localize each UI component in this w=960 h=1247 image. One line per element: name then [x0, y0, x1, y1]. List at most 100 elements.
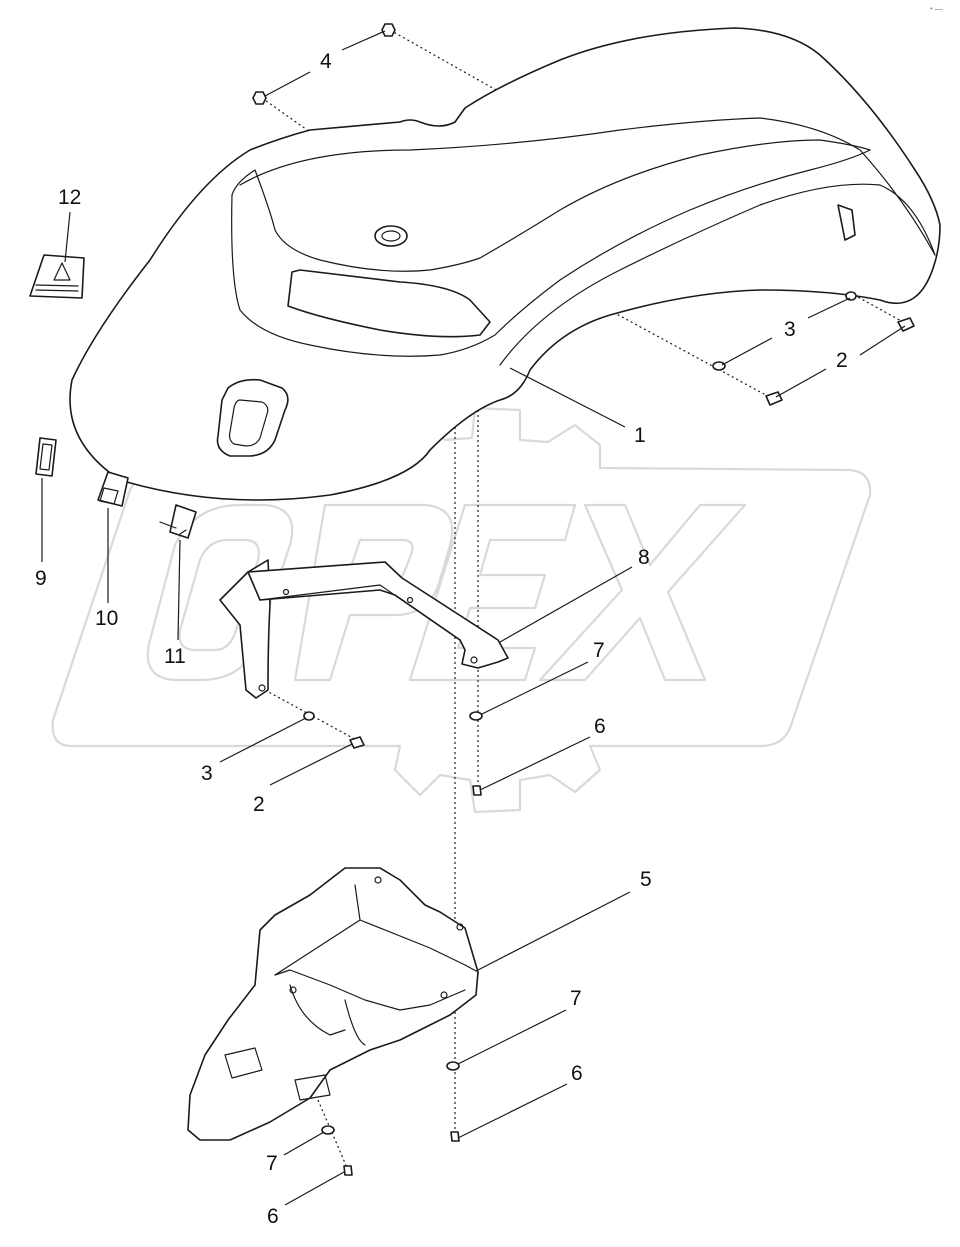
mud-shield-lower-pocket	[294, 1074, 331, 1101]
washer-3-rear	[845, 291, 857, 301]
bolt-6-upper	[472, 785, 482, 796]
leader-2-bracket	[269, 743, 353, 786]
fender-grommet	[374, 225, 408, 247]
callout-12: 12	[58, 186, 81, 209]
washer-7-middle	[446, 1061, 460, 1071]
label-decal-part-12	[29, 254, 85, 299]
lens-inner	[39, 443, 53, 471]
leader-1	[509, 367, 626, 428]
callout-9: 9	[35, 567, 47, 590]
leader-2-rear	[859, 325, 906, 356]
bracket-hole-1	[258, 684, 266, 692]
washer-3-bracket	[303, 711, 315, 721]
callout-3-bracket: 3	[201, 762, 213, 785]
mud-shield-hole-4	[289, 986, 297, 994]
fender-inner-arch	[499, 183, 936, 366]
leader-7-upper	[481, 661, 589, 715]
fender-switch-bezel-inner	[228, 399, 269, 447]
dotted-line-bracket-bolt	[264, 689, 361, 743]
leader-3-bracket	[219, 717, 307, 763]
bracket-hole-3	[406, 596, 414, 604]
bracket-arm	[247, 561, 509, 669]
lens-outline	[35, 437, 57, 477]
leader-6-middle	[457, 1083, 568, 1139]
dotted-line-front-bolt	[599, 304, 776, 401]
leader-4-right	[341, 30, 386, 51]
washer-3-front	[712, 361, 726, 371]
clip-tabs	[159, 521, 187, 535]
callout-2-rear: 2	[836, 349, 848, 372]
switch-outline	[97, 471, 129, 507]
watermark-letter-x	[538, 503, 747, 682]
label-decal-outline	[29, 254, 85, 299]
bracket-hole-2	[282, 588, 290, 596]
callouts: 4 12 3 2 1 9 10 11 8 7 6 3 2 5 7 6 7 6	[35, 50, 848, 1228]
clip-part-11	[159, 504, 197, 539]
watermark-letter-e	[408, 503, 577, 682]
callout-8: 8	[638, 546, 650, 569]
lens-part-9	[35, 437, 57, 477]
mud-shield-wall	[274, 884, 479, 976]
leader-2-front	[775, 368, 827, 398]
callout-4: 4	[320, 50, 332, 73]
leader-4-left	[264, 71, 311, 97]
bolt-2-front	[765, 391, 783, 406]
label-decal-line-2	[35, 289, 79, 292]
bolt-6-middle	[450, 1131, 460, 1142]
fender-part-1	[69, 27, 941, 501]
mud-shield-outline	[187, 867, 479, 1141]
leader-6-lower	[284, 1171, 345, 1206]
dotted-line-4-left	[261, 97, 311, 133]
mud-shield-part-5	[187, 867, 479, 1141]
switch-part-10	[97, 471, 129, 507]
nut-4-left	[252, 91, 267, 105]
bolt-2-bracket	[349, 736, 365, 749]
dotted-line-4-right	[389, 29, 506, 96]
callout-7-lower: 7	[266, 1152, 278, 1175]
label-decal-line-1	[35, 284, 79, 287]
bracket-hole-4	[470, 656, 478, 664]
leader-12	[64, 211, 71, 263]
bracket-arm-fold	[259, 584, 461, 641]
fender-light-recess	[287, 269, 491, 338]
callout-7-upper: 7	[593, 639, 605, 662]
leader-5	[477, 891, 631, 971]
callout-2-bracket: 2	[253, 793, 265, 816]
mud-shield-hole-3	[440, 991, 448, 999]
leader-3-rear	[807, 297, 851, 319]
callout-7-middle: 7	[570, 987, 582, 1010]
fender-grommet-hole	[381, 230, 401, 242]
callout-11: 11	[164, 645, 186, 668]
mud-shield-hole-2	[456, 923, 464, 931]
fender-inner-crest	[239, 117, 936, 256]
washer-7-lower	[321, 1125, 335, 1135]
washer-7-upper	[469, 711, 483, 721]
fender-switch-bezel	[216, 378, 289, 457]
fender-panel-left-edge	[231, 139, 871, 272]
leader-7-lower	[283, 1131, 325, 1156]
callout-10: 10	[95, 607, 118, 630]
fender-rear-tab	[837, 204, 856, 241]
leader-3-front	[721, 337, 773, 366]
bolt-6-lower	[343, 1165, 353, 1176]
leader-8	[499, 566, 633, 643]
leader-lines	[41, 30, 906, 1206]
callout-5: 5	[640, 868, 652, 891]
dotted-line-shield-bolt	[317, 1099, 349, 1171]
fender-outline	[69, 27, 941, 501]
leader-11	[177, 539, 181, 641]
nut-4-right	[381, 23, 396, 37]
mud-shield-hole-1	[374, 876, 382, 884]
callout-3-rear: 3	[784, 318, 796, 341]
clip-outline	[169, 504, 197, 539]
corner-mark: * ~~	[930, 7, 943, 14]
mud-shield-notch	[224, 1047, 263, 1079]
fender-top-panel	[231, 149, 871, 357]
callout-6-lower: 6	[267, 1205, 279, 1228]
mud-shield-rib-2	[344, 999, 366, 1046]
leader-7-middle	[457, 1009, 567, 1065]
label-decal-warning-icon	[53, 262, 71, 281]
callout-6-upper: 6	[594, 715, 606, 738]
switch-rocker	[99, 487, 119, 505]
